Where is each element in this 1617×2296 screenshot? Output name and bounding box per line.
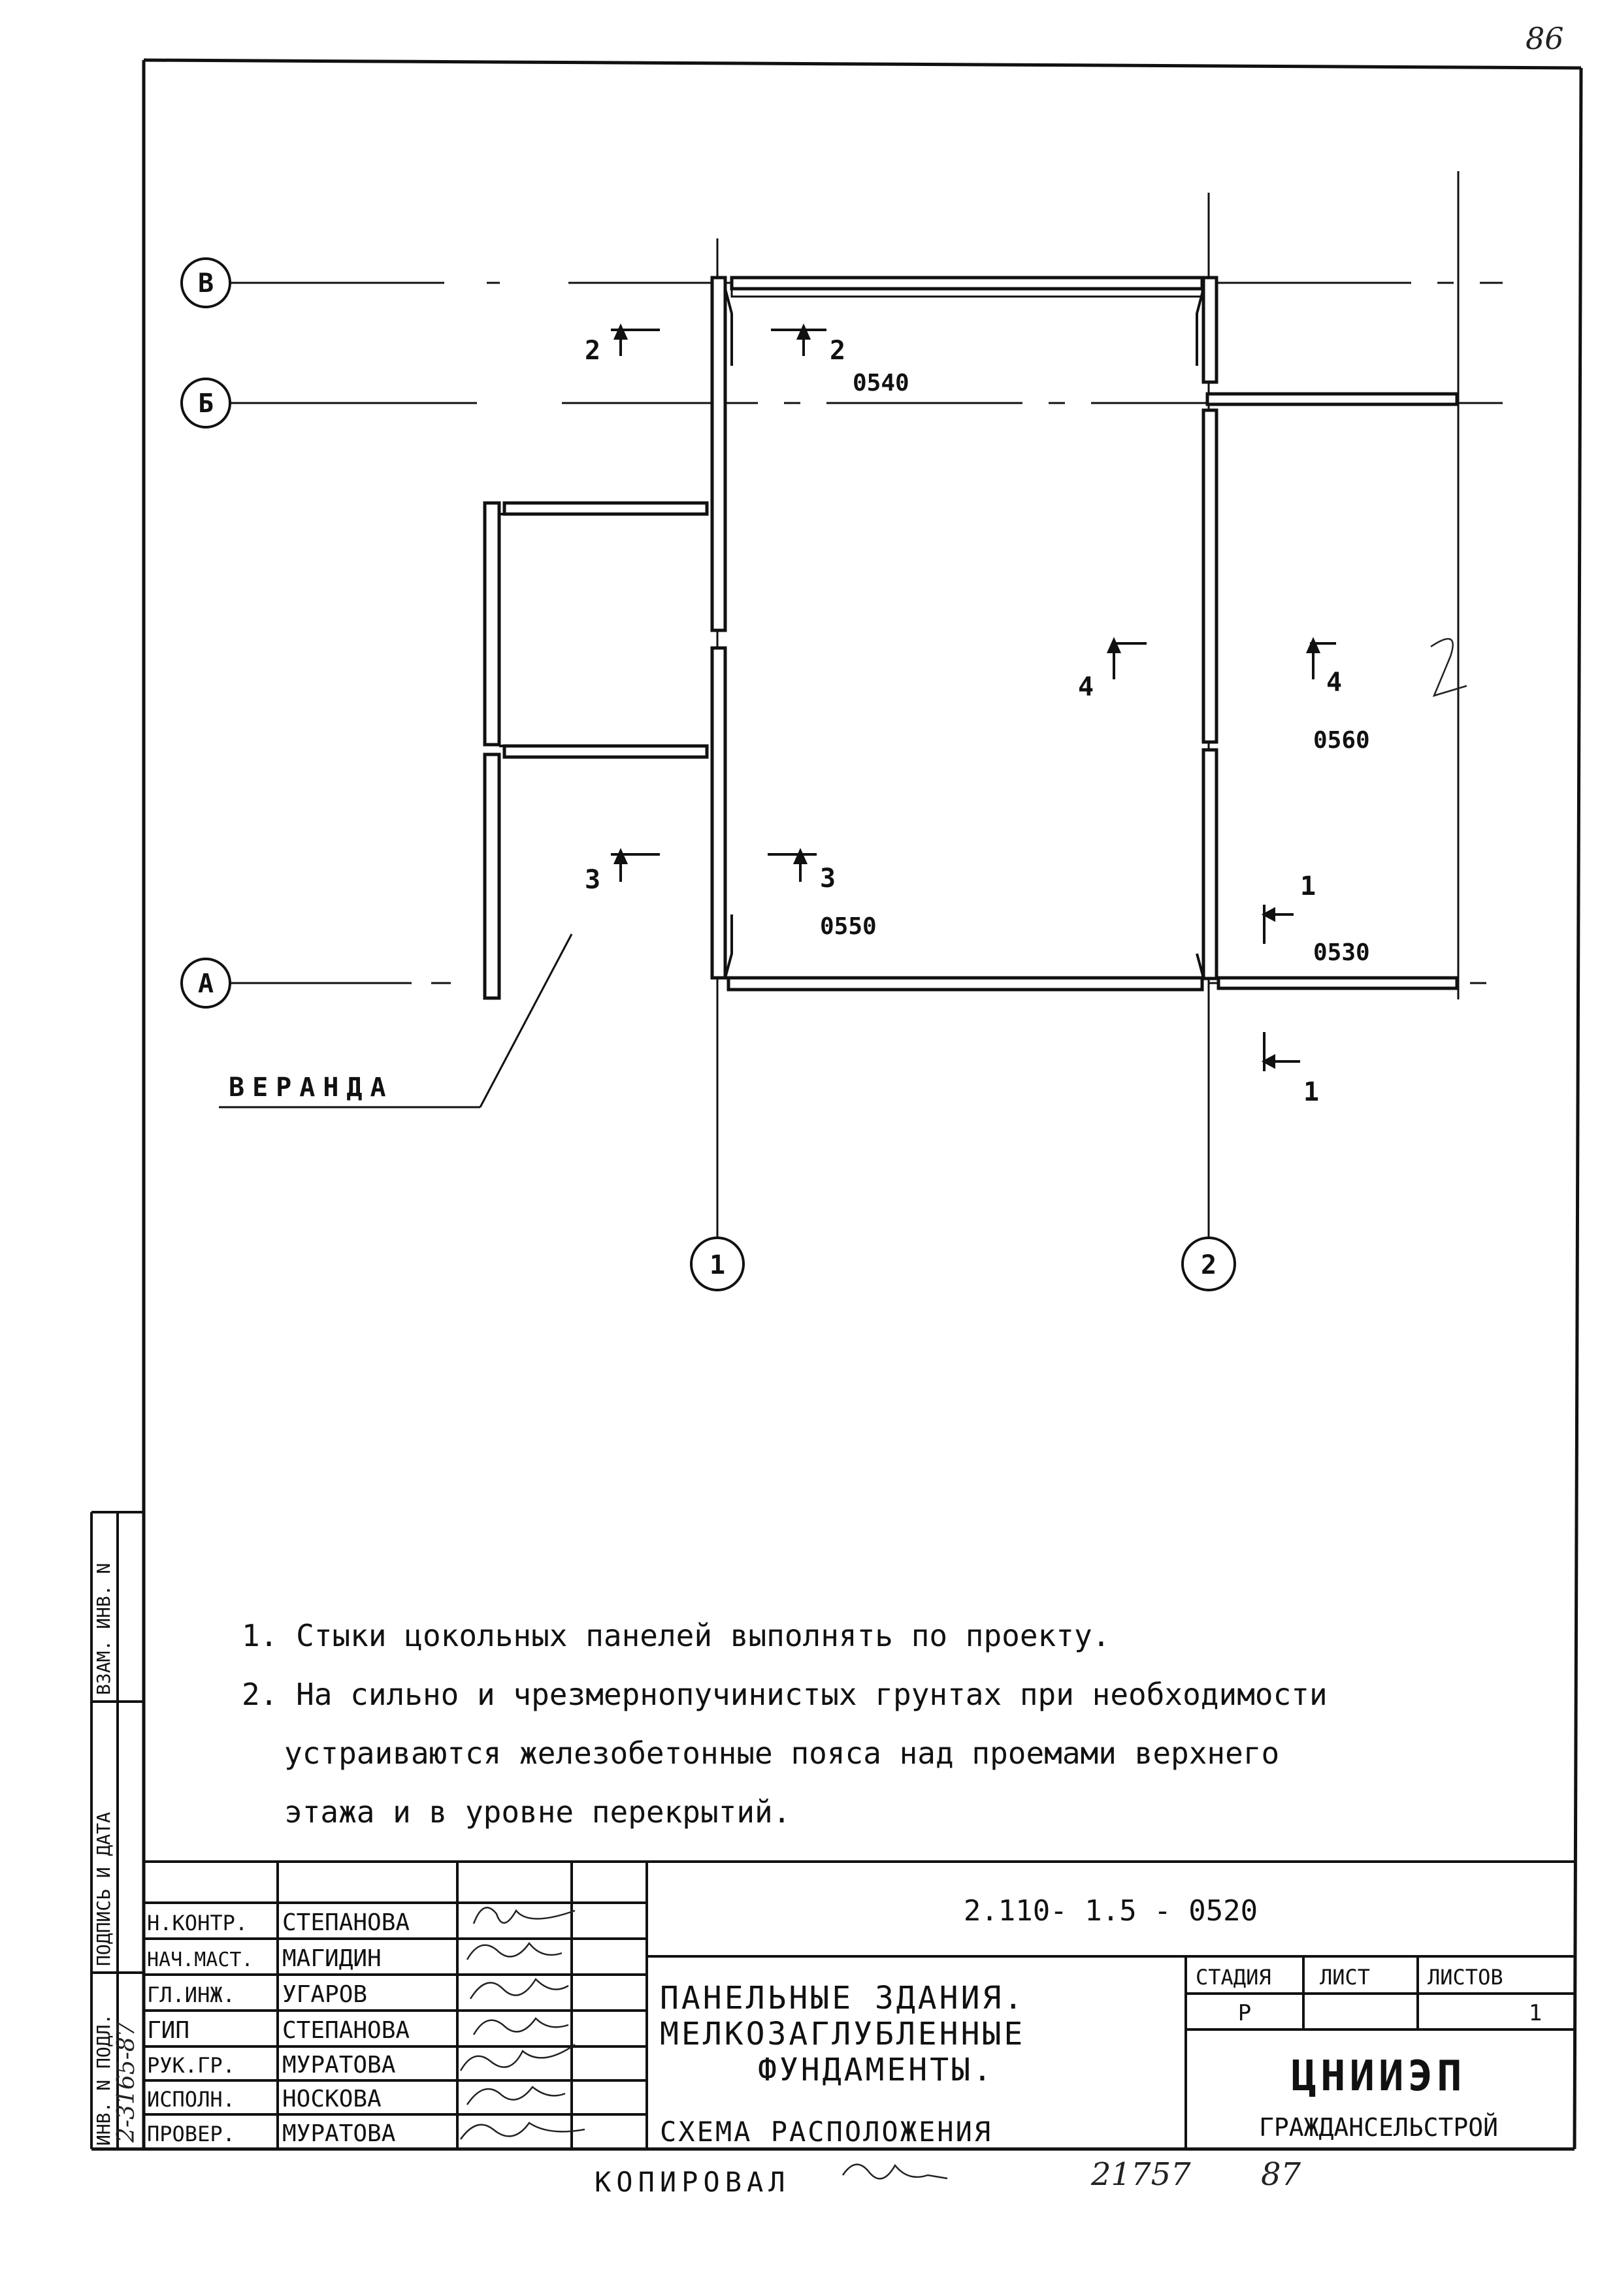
title-line-3: ФУНДАМЕНТЫ. [758,2052,994,2088]
side-stamp-inv-number: 2-3165-87 [113,2022,140,2143]
footer-number: 21757 [1090,2156,1191,2193]
title-line-2: МЕЛКОЗАГЛУБЛЕННЫЕ [660,2016,1025,2052]
section-mark-1-top [1261,905,1294,944]
note-line-1: 1. Стыки цокольных панелей выполнять по … [242,1618,1110,1653]
signatures [459,1907,585,2140]
stage-value: Р [1238,2000,1251,2026]
copier-signature [841,2163,948,2180]
svg-text:1: 1 [710,1250,725,1280]
organization-sub: ГРАЖДАНСЕЛЬСТРОЙ [1259,2113,1498,2142]
section-mark-3-right [768,848,817,882]
note-line-4: этажа и в уровне перекрытий. [284,1794,791,1830]
sheet-header: ЛИСТ [1320,1965,1370,1990]
wall-panels [483,276,1459,1000]
section-mark-3-left [611,848,660,882]
section-2-num-right: 2 [830,336,845,366]
role-3: ГЛ.ИНЖ. [147,1982,235,2007]
organization: ЦНИИЭП [1291,2052,1465,2101]
panel-corners [499,288,1205,978]
section-mark-2-left [611,323,660,356]
axis-bubble-2: 2 [1181,1237,1236,1291]
page-number: 86 [1526,21,1564,56]
name-7: МУРАТОВА [282,2120,396,2147]
section-mark-1-bottom [1261,1032,1300,1071]
role-2: НАЧ.МАСТ. [147,1948,253,1971]
handwritten-mark [1430,638,1467,697]
name-6: НОСКОВА [282,2086,382,2112]
signatory-table: Н.КОНТР. СТЕПАНОВА НАЧ.МАСТ. МАГИДИН ГЛ.… [147,1909,410,2147]
note-line-2: 2. На сильно и чрезмернопучинистых грунт… [242,1677,1328,1712]
section-2-code: 0540 [853,370,909,396]
sheets-header: ЛИСТОВ [1428,1965,1503,1990]
name-2: МАГИДИН [282,1945,382,1972]
side-stamp-sign-date: ПОДПИСЬ И ДАТА [93,1812,114,1966]
veranda-leader [219,933,573,1108]
role-1: Н.КОНТР. [147,1911,248,1935]
section-4-num-right: 4 [1326,668,1342,698]
section-1-num-bottom: 1 [1303,1077,1319,1107]
side-stamp [90,1511,144,2149]
role-4: ГИП [147,2017,189,2044]
name-1: СТЕПАНОВА [282,1909,410,1936]
notes: 1. Стыки цокольных панелей выполнять по … [242,1618,1328,1830]
side-stamp-inv-repl: ВЗАМ. ИНВ. N [93,1563,114,1695]
section-3-code: 0550 [820,913,877,940]
svg-text:А: А [198,969,214,999]
note-line-3: устраиваются железобетонные пояса над пр… [284,1736,1279,1771]
name-4: СТЕПАНОВА [282,2017,410,2044]
section-1-code: 0530 [1313,939,1370,966]
section-2-num-left: 2 [585,336,600,366]
axis-bubble-1: 1 [690,1237,745,1291]
role-6: ИСПОЛН. [147,2087,235,2112]
svg-text:В: В [198,268,214,299]
section-mark-4-right [1305,637,1336,679]
section-1-num-top: 1 [1300,871,1316,901]
section-mark-4-left [1106,637,1147,679]
axis-bubble-b: Б [180,378,231,428]
sheet-frame [91,58,1583,2151]
section-3-num-left: 3 [585,865,600,895]
section-4-num-left: 4 [1078,672,1094,702]
section-mark-2-right [771,323,826,356]
axis-bubble-a: А [180,958,231,1009]
side-stamp-inv-orig: ИНВ. N ПОДЛ. [93,2014,114,2146]
title-block-grid [144,1860,1575,2149]
name-3: УГАРОВ [282,1981,367,2008]
document-code: 2.110- 1.5 - 0520 [964,1894,1258,1928]
stage-header: СТАДИЯ [1196,1965,1271,1990]
svg-text:2: 2 [1201,1250,1217,1280]
name-5: МУРАТОВА [282,2052,396,2078]
svg-text:Б: Б [198,389,214,419]
title-line-1: ПАНЕЛЬНЫЕ ЗДАНИЯ. [660,1980,1025,2016]
footer-year: 87 [1261,2156,1301,2193]
sheet-caption: СХЕМА РАСПОЛОЖЕНИЯ [660,2116,992,2148]
sheets-value: 1 [1529,2000,1542,2026]
axis-bubble-v: В [180,257,231,308]
section-3-num-right: 3 [820,864,836,894]
role-5: РУК.ГР. [147,2053,235,2078]
veranda-label: ВЕРАНДА [229,1073,394,1103]
section-4-code: 0560 [1313,727,1370,754]
copied-by-label: КОПИРОВАЛ [595,2166,791,2198]
role-7: ПРОВЕР. [147,2122,235,2146]
